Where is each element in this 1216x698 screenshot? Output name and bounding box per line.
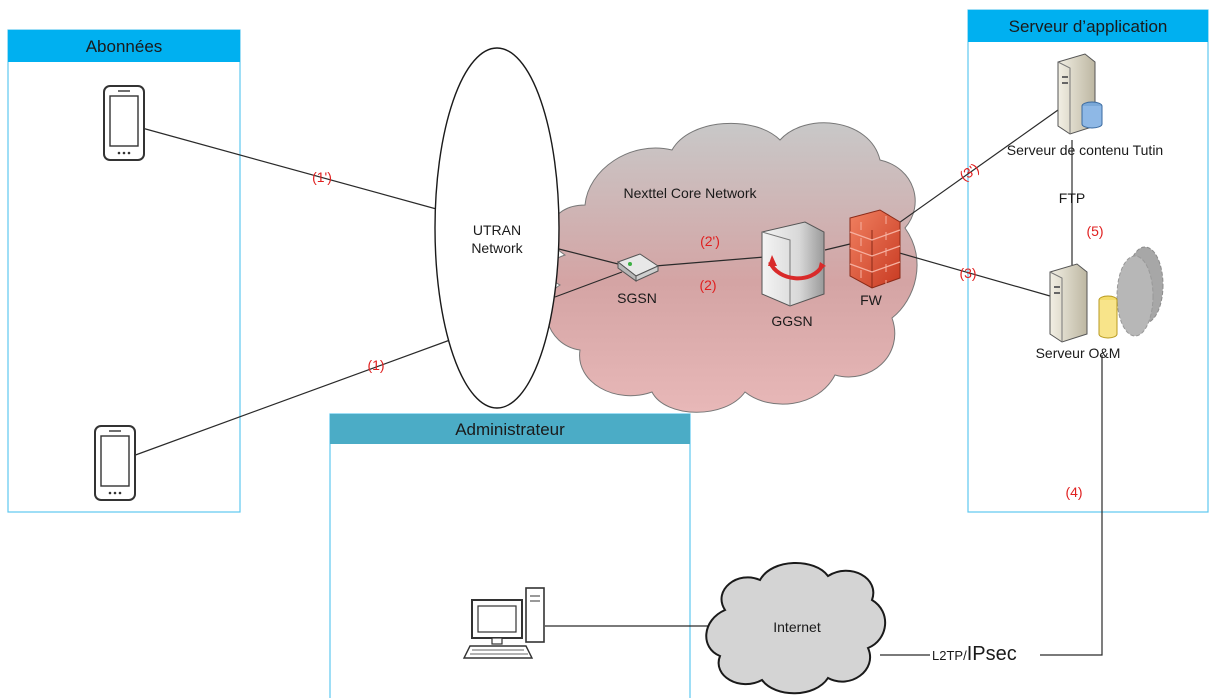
link-sgsn-ggsn [654,256,766,267]
link-label-1: (1) [367,357,384,373]
desktop-computer-icon [462,587,545,659]
ggsn-server-icon [761,221,826,307]
content-server-label: Serveur de contenu Tutin [1007,142,1163,158]
link-label-2-prime: (2') [700,233,720,249]
content-server-icon [1057,53,1103,135]
ggsn-label: GGSN [771,313,812,329]
link-phone2-utran [129,339,451,458]
link-fw-content [871,109,1059,243]
link-label-1-prime: (1') [312,169,332,185]
subscribers-zone-title: Abonnées [86,37,163,56]
link-label-5: (5) [1086,223,1103,239]
link-label-3: (3) [959,265,976,281]
link-ggsn-fw [824,243,851,251]
core-network-cloud [545,122,918,413]
links [129,109,1103,656]
core-network-label: Nexttel Core Network [623,185,757,201]
gear-icon [1116,246,1164,337]
utran-ellipse [434,47,560,409]
om-server-icon [1049,263,1118,343]
ftp-label: FTP [1059,190,1085,206]
vpn-label-large: IPsec [967,643,1017,665]
utran-network: UTRAN Network [434,47,560,409]
subscribers-zone-header [8,30,240,62]
vpn-label: L2TP/IPsec [932,643,1017,665]
firewall-icon [849,209,901,289]
app-server-zone-title: Serveur d’application [1009,17,1168,36]
internet-cloud [705,562,887,695]
link-phone1-utran [141,127,441,211]
router-icon [616,253,660,282]
smartphone-icon [94,425,136,501]
vpn-label-small: L2TP/ [932,648,967,663]
om-server-label: Serveur O&M [1036,345,1121,361]
smartphone-icon [103,85,145,161]
admin-zone-title: Administrateur [455,420,565,439]
utran-label-line2: Network [471,240,523,256]
link-label-2: (2) [699,277,716,293]
utran-label-line1: UTRAN [473,222,521,238]
fw-label: FW [860,292,883,308]
admin-zone-header [330,414,690,444]
internet-label: Internet [773,619,821,635]
link-utran-sgsn-upper [554,247,623,266]
link-utran-sgsn-lower [554,271,623,298]
app-server-zone-header [968,10,1208,42]
link-om-vpn [1040,355,1103,656]
link-fw-om [881,247,1051,297]
sgsn-label: SGSN [617,290,657,306]
link-label-4: (4) [1065,484,1082,500]
